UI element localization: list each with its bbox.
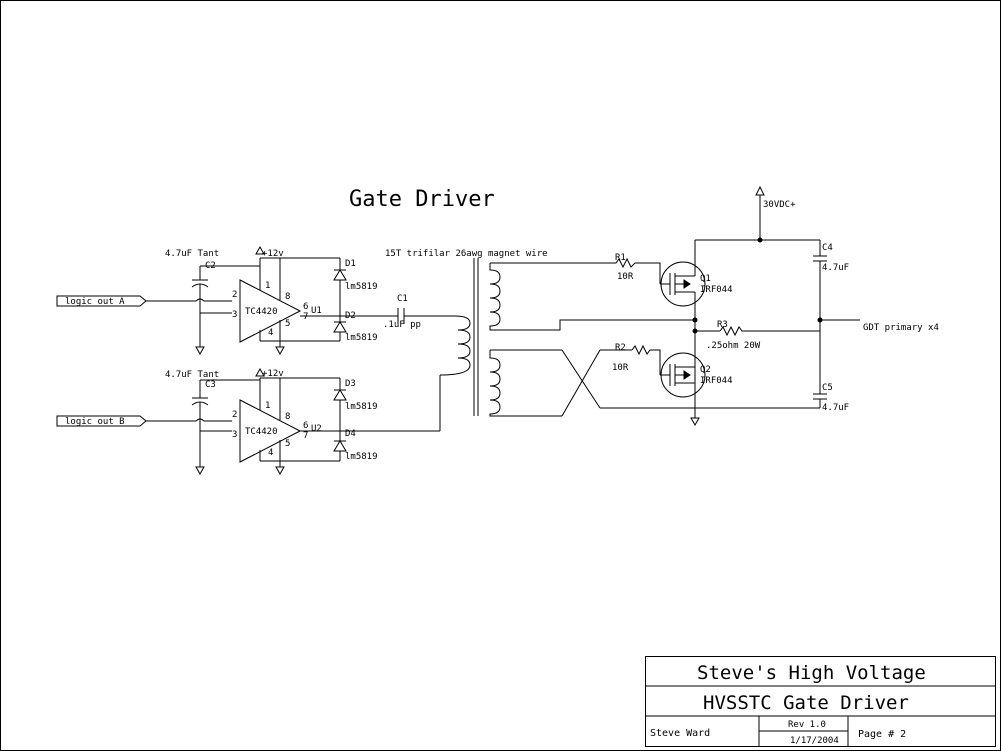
svg-text:1: 1 bbox=[265, 401, 270, 411]
svg-text:5: 5 bbox=[285, 319, 290, 329]
tb-company: Steve's High Voltage bbox=[697, 662, 926, 684]
input-flag-a[interactable]: logic out A bbox=[56, 295, 147, 307]
svg-text:4.7uF: 4.7uF bbox=[822, 263, 849, 273]
input-a-label: logic out A bbox=[65, 297, 125, 307]
svg-text:4: 4 bbox=[268, 328, 273, 338]
svg-text:8: 8 bbox=[285, 412, 290, 422]
channel-a: logic out A 4.7uF Tant C2 TC4420 U1 2 3 … bbox=[56, 245, 455, 356]
resistor-r3: R3 .25ohm 20W bbox=[706, 320, 820, 351]
svg-text:R1: R1 bbox=[615, 253, 626, 263]
svg-text:10R: 10R bbox=[617, 272, 634, 282]
power-12v-bottom: +12v bbox=[255, 367, 284, 379]
svg-text:IRF044: IRF044 bbox=[700, 376, 733, 386]
svg-text:4.7uF: 4.7uF bbox=[822, 403, 849, 413]
svg-text:lm5819: lm5819 bbox=[345, 402, 378, 412]
channel-b: logic out B 4.7uF Tant C3 TC4420 U2 2 3 … bbox=[56, 367, 441, 476]
driver-u2: TC4420 U2 2 3 1 8 6 7 5 4 bbox=[232, 377, 440, 476]
c2-value: 4.7uF Tant bbox=[165, 249, 219, 259]
svg-text:1: 1 bbox=[265, 281, 270, 291]
u1-part: TC4420 bbox=[245, 307, 278, 317]
svg-text:7: 7 bbox=[303, 312, 308, 322]
svg-text:.25ohm 20W: .25ohm 20W bbox=[706, 341, 761, 351]
svg-text:D3: D3 bbox=[345, 379, 356, 389]
tb-project: HVSSTC Gate Driver bbox=[703, 692, 909, 714]
capacitor-c2: 4.7uF Tant C2 bbox=[165, 249, 260, 356]
tb-date: 1/17/2004 bbox=[790, 736, 839, 746]
svg-text:C4: C4 bbox=[822, 243, 833, 253]
power-30v: 30VDC+ bbox=[755, 185, 796, 243]
diode-d1: D1 lm5819 bbox=[333, 258, 378, 316]
capacitor-c5: C5 4.7uF bbox=[695, 383, 849, 413]
svg-text:C1: C1 bbox=[397, 294, 408, 304]
svg-text:3: 3 bbox=[232, 430, 237, 440]
power-12v-top: +12v bbox=[255, 245, 284, 259]
svg-text:5: 5 bbox=[285, 439, 290, 449]
svg-text:2: 2 bbox=[232, 290, 237, 300]
svg-text:C5: C5 bbox=[822, 383, 833, 393]
svg-text:Q1: Q1 bbox=[700, 274, 711, 284]
svg-text:2: 2 bbox=[232, 410, 237, 420]
capacitor-c1: C1 .1uF pp bbox=[383, 294, 455, 330]
gate-drive-transformer: 15T trifilar 26awg magnet wire bbox=[385, 249, 695, 417]
svg-text:D4: D4 bbox=[345, 429, 356, 439]
svg-text:R2: R2 bbox=[615, 343, 626, 353]
svg-text:IRF044: IRF044 bbox=[700, 285, 733, 295]
svg-text:Q2: Q2 bbox=[700, 365, 711, 375]
svg-text:7: 7 bbox=[303, 431, 308, 441]
svg-text:lm5819: lm5819 bbox=[345, 333, 378, 343]
svg-text:6: 6 bbox=[303, 421, 308, 431]
svg-text:D1: D1 bbox=[345, 259, 356, 269]
c3-value: 4.7uF Tant bbox=[165, 370, 219, 380]
mosfet-q1: Q1 IRF044 bbox=[660, 261, 733, 307]
svg-text:lm5819: lm5819 bbox=[345, 282, 378, 292]
diode-d3: D3 lm5819 bbox=[333, 378, 378, 431]
svg-text:+12v: +12v bbox=[262, 369, 284, 379]
input-b-label: logic out B bbox=[65, 417, 125, 427]
tb-revision: Rev 1.0 bbox=[788, 720, 826, 730]
title-block: Steve's High Voltage HVSSTC Gate Driver … bbox=[645, 656, 996, 747]
u2-ref: U2 bbox=[311, 424, 322, 434]
u1-ref: U1 bbox=[311, 306, 322, 316]
tb-page: Page # 2 bbox=[858, 729, 906, 740]
tb-author: Steve Ward bbox=[650, 728, 710, 739]
u2-part: TC4420 bbox=[245, 427, 278, 437]
resistor-r2: R2 10R bbox=[612, 343, 661, 375]
output-stage: R1 10R Q1 IRF044 R2 10R bbox=[600, 185, 939, 427]
svg-text:8: 8 bbox=[285, 292, 290, 302]
svg-text:R3: R3 bbox=[717, 320, 728, 330]
svg-text:6: 6 bbox=[303, 302, 308, 312]
diode-d4: D4 lm5819 bbox=[333, 429, 378, 462]
mosfet-q2: Q2 IRF044 bbox=[660, 352, 733, 398]
svg-text:D2: D2 bbox=[345, 311, 356, 321]
diagram-title: Gate Driver bbox=[349, 187, 495, 212]
svg-text:.1uF pp: .1uF pp bbox=[383, 320, 421, 330]
diode-d2: D2 lm5819 bbox=[333, 311, 378, 343]
driver-u1: TC4420 U1 2 3 1 8 6 7 5 4 bbox=[232, 257, 398, 356]
transformer-note: 15T trifilar 26awg magnet wire bbox=[385, 249, 548, 259]
svg-text:3: 3 bbox=[232, 310, 237, 320]
capacitor-c4: C4 4.7uF bbox=[813, 240, 849, 388]
resistor-r1: R1 10R bbox=[600, 253, 661, 284]
svg-text:lm5819: lm5819 bbox=[345, 452, 378, 462]
input-flag-b[interactable]: logic out B bbox=[56, 415, 147, 427]
svg-text:4: 4 bbox=[268, 448, 273, 458]
svg-text:30VDC+: 30VDC+ bbox=[763, 200, 796, 210]
output-label: GDT primary x4 bbox=[863, 323, 939, 333]
svg-text:10R: 10R bbox=[612, 363, 629, 373]
c3-ref: C3 bbox=[205, 380, 216, 390]
svg-text:+12v: +12v bbox=[262, 249, 284, 259]
capacitor-c3: 4.7uF Tant C3 bbox=[165, 370, 260, 476]
